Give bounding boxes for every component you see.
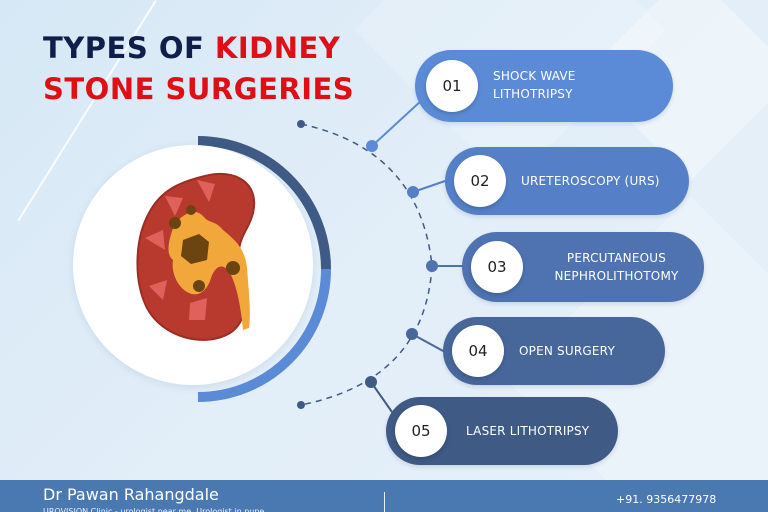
surgery-item-01[interactable]: 01 SHOCK WAVE LITHOTRIPSY <box>415 50 673 122</box>
phone-number[interactable]: +91. 9356477978 <box>616 493 717 506</box>
surgery-label-line: LASER LITHOTRIPSY <box>466 424 590 438</box>
step-number: 03 <box>471 241 523 293</box>
progress-ring-icon <box>197 136 331 402</box>
surgery-label-line: SHOCK WAVE <box>493 69 576 83</box>
step-number: 05 <box>395 405 447 457</box>
surgery-label-line: NEPHROLITHOTOMY <box>554 269 679 283</box>
step-number: 04 <box>452 325 504 377</box>
surgery-label-line: PERCUTANEOUS <box>566 251 667 265</box>
surgery-label-line: LITHOTRIPSY <box>493 87 573 101</box>
surgery-label-line: OPEN SURGERY <box>519 344 615 358</box>
title-red-text-line2: STONE SURGERIES <box>43 72 355 106</box>
step-number: 02 <box>454 155 506 207</box>
footer-divider <box>384 492 385 512</box>
surgery-label-line: URETEROSCOPY (URS) <box>521 174 660 188</box>
surgery-label: LASER LITHOTRIPSY <box>466 422 589 440</box>
doctor-name: Dr Pawan Rahangdale <box>43 485 219 504</box>
surgery-item-03[interactable]: 03 PERCUTANEOUS NEPHROLITHOTOMY <box>462 232 704 302</box>
title-dark-text: TYPES OF <box>43 31 215 65</box>
kidney-with-stones-icon <box>136 172 256 341</box>
title-red-text: KIDNEY <box>214 31 341 65</box>
footer: Dr Pawan Rahangdale UROVISION Clinic - u… <box>0 480 768 512</box>
surgery-item-05[interactable]: 05 LASER LITHOTRIPSY <box>386 397 618 465</box>
surgery-item-04[interactable]: 04 OPEN SURGERY <box>443 317 665 385</box>
surgery-item-02[interactable]: 02 URETEROSCOPY (URS) <box>445 147 689 215</box>
surgery-label: PERCUTANEOUS NEPHROLITHOTOMY <box>534 249 699 285</box>
step-number: 01 <box>426 60 478 112</box>
clinic-subtitle: UROVISION Clinic - urologist near me, Ur… <box>43 507 265 512</box>
surgery-label: URETEROSCOPY (URS) <box>521 172 660 190</box>
surgery-label: OPEN SURGERY <box>519 342 615 360</box>
page-title: TYPES OF KIDNEY STONE SURGERIES <box>43 28 354 110</box>
surgery-label: SHOCK WAVE LITHOTRIPSY <box>493 67 576 103</box>
